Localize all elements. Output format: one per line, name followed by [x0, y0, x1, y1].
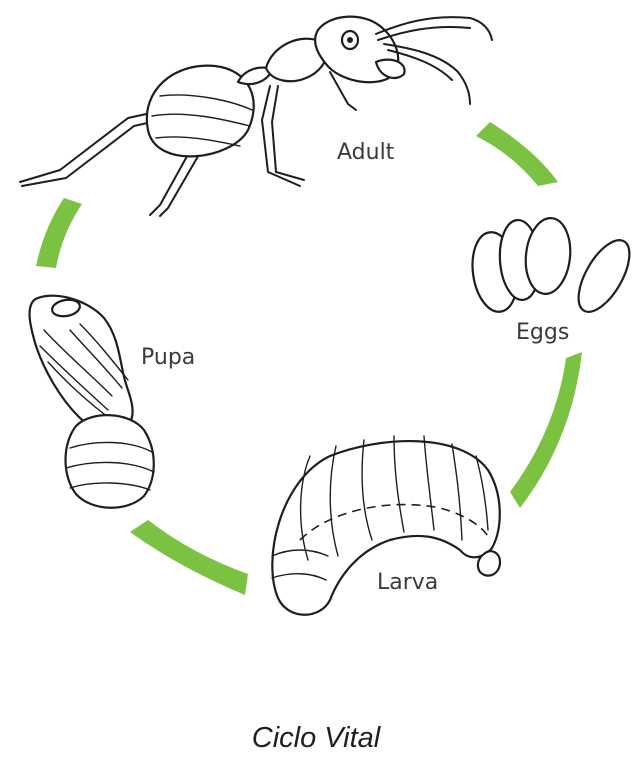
stage-label-adult: Adult — [337, 140, 394, 165]
diagram-caption: Ciclo Vital — [0, 722, 632, 755]
cycle-arrow-adult-to-eggs — [476, 122, 558, 186]
egg-illustration — [468, 216, 632, 320]
stage-label-pupa: Pupa — [141, 345, 195, 370]
ant-adult-illustration — [20, 17, 492, 216]
pupa-illustration — [30, 296, 154, 508]
cycle-arrow-eggs-to-larva — [510, 352, 582, 508]
stage-label-eggs: Eggs — [516, 320, 569, 345]
stage-label-larva: Larva — [377, 570, 438, 595]
cycle-arrow-pupa-to-adult — [36, 198, 82, 268]
cycle-arrow-larva-to-pupa — [130, 520, 248, 595]
